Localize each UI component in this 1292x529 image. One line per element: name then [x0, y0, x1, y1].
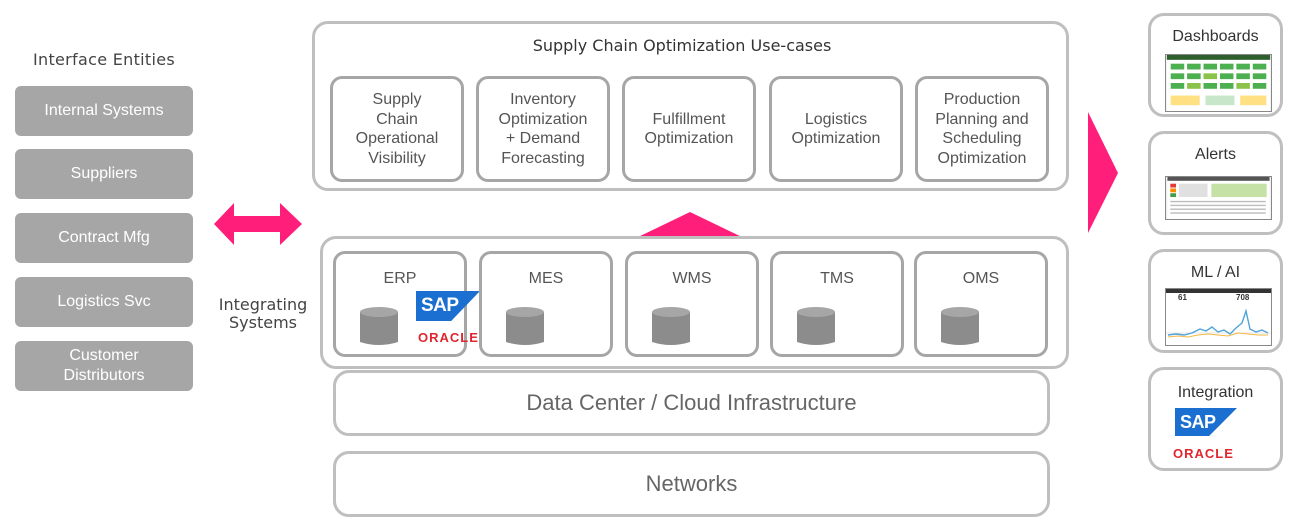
dashboards-card: Dashboards — [1148, 13, 1283, 117]
system-erp-label: ERP — [383, 270, 417, 287]
networks-layer: Networks — [333, 451, 1050, 517]
entity-customer-distributors: Customer Distributors — [15, 341, 193, 391]
integration-oracle-logo: ORACLE — [1173, 446, 1234, 461]
bidirectional-arrow-icon — [214, 203, 302, 245]
usecase-fulfillment-optimization: Fulfillment Optimization — [622, 76, 756, 182]
dashboards-label: Dashboards — [1172, 28, 1259, 45]
database-icon — [506, 307, 544, 345]
system-mes: MES — [479, 251, 613, 357]
datacenter-layer: Data Center / Cloud Infrastructure — [333, 370, 1050, 436]
ml-value-1: 61 — [1178, 293, 1187, 302]
system-mes-label: MES — [528, 270, 564, 287]
entity-contract-mfg: Contract Mfg — [15, 213, 193, 263]
database-icon — [652, 307, 690, 345]
system-oms-label: OMS — [962, 270, 1000, 287]
usecase-logistics-optimization: Logistics Optimization — [769, 76, 903, 182]
usecase-production-planning: Production Planning and Scheduling Optim… — [915, 76, 1049, 182]
right-arrow-icon — [1088, 112, 1118, 233]
mlai-thumbnail: 61 708 — [1165, 288, 1272, 346]
usecases-title: Supply Chain Optimization Use-cases — [532, 36, 832, 55]
oracle-logo: ORACLE — [418, 330, 479, 345]
system-wms-label: WMS — [672, 270, 712, 287]
system-wms: WMS — [625, 251, 759, 357]
interface-entities-title: Interface Entities — [33, 50, 175, 69]
integrating-systems-label: Integrating Systems — [218, 295, 308, 332]
integration-label: Integration — [1177, 384, 1254, 401]
entity-internal-systems: Internal Systems — [15, 86, 193, 136]
usecase-inventory-optimization: Inventory Optimization + Demand Forecast… — [476, 76, 610, 182]
alerts-thumbnail-icon — [1165, 176, 1272, 220]
database-icon — [797, 307, 835, 345]
mlai-label: ML / AI — [1190, 264, 1241, 281]
mlai-card: ML / AI 61 708 — [1148, 249, 1283, 353]
usecase-sc-visibility: Supply Chain Operational Visibility — [330, 76, 464, 182]
ml-chart-icon — [1166, 308, 1271, 338]
dashboard-thumbnail-icon — [1165, 54, 1272, 112]
ml-value-2: 708 — [1236, 293, 1250, 302]
entity-logistics-svc: Logistics Svc — [15, 277, 193, 327]
system-tms-label: TMS — [820, 270, 854, 287]
up-arrow-icon — [634, 212, 746, 239]
database-icon — [941, 307, 979, 345]
system-oms: OMS — [914, 251, 1048, 357]
integration-sap-logo: SAP — [1175, 408, 1237, 436]
system-tms: TMS — [770, 251, 904, 357]
alerts-card: Alerts — [1148, 131, 1283, 235]
integration-card: Integration SAP ORACLE — [1148, 367, 1283, 471]
alerts-label: Alerts — [1195, 146, 1236, 163]
database-icon — [360, 307, 398, 345]
entity-suppliers: Suppliers — [15, 149, 193, 199]
